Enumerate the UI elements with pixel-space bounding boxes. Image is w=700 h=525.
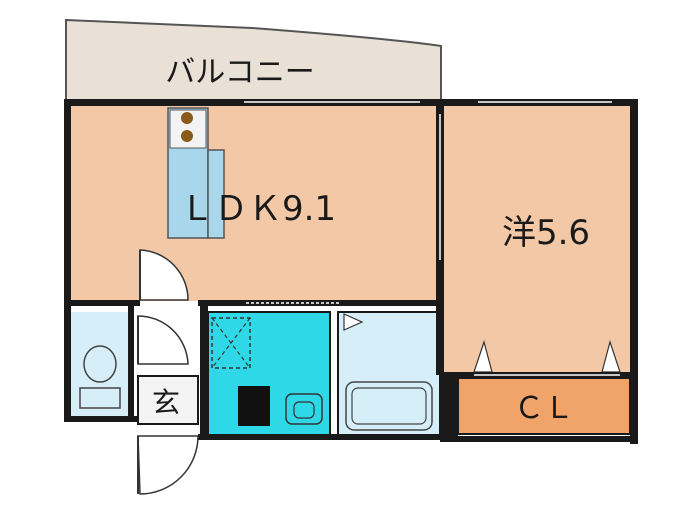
entry-door-swing	[137, 435, 199, 495]
bathtub-inner	[351, 387, 427, 425]
entrance-area	[137, 375, 199, 425]
ldk-door-swing	[139, 249, 189, 301]
wash-basin-inner	[293, 401, 315, 419]
bathroom-door-icon	[343, 313, 364, 331]
ldk-room	[70, 105, 438, 301]
stove-burner-icon	[181, 130, 193, 142]
ldk-label: ＬＤＫ9.1	[180, 189, 336, 229]
toilet-bowl-icon	[83, 345, 117, 383]
toilet-door-swing	[137, 315, 189, 365]
closet-label: ＣＬ	[514, 391, 574, 426]
western-room	[444, 105, 630, 373]
toilet-tank-icon	[79, 387, 121, 409]
washing-machine-cross	[211, 317, 251, 369]
balcony-label: バルコニー	[165, 55, 314, 90]
wash-basin-cabinet	[238, 386, 270, 426]
western-room-label: 洋5.6	[502, 213, 590, 253]
stove-burner-icon	[181, 112, 193, 124]
entrance-label: 玄	[152, 386, 180, 419]
kitchen-counter-side	[207, 149, 225, 239]
balcony-area	[65, 18, 442, 101]
